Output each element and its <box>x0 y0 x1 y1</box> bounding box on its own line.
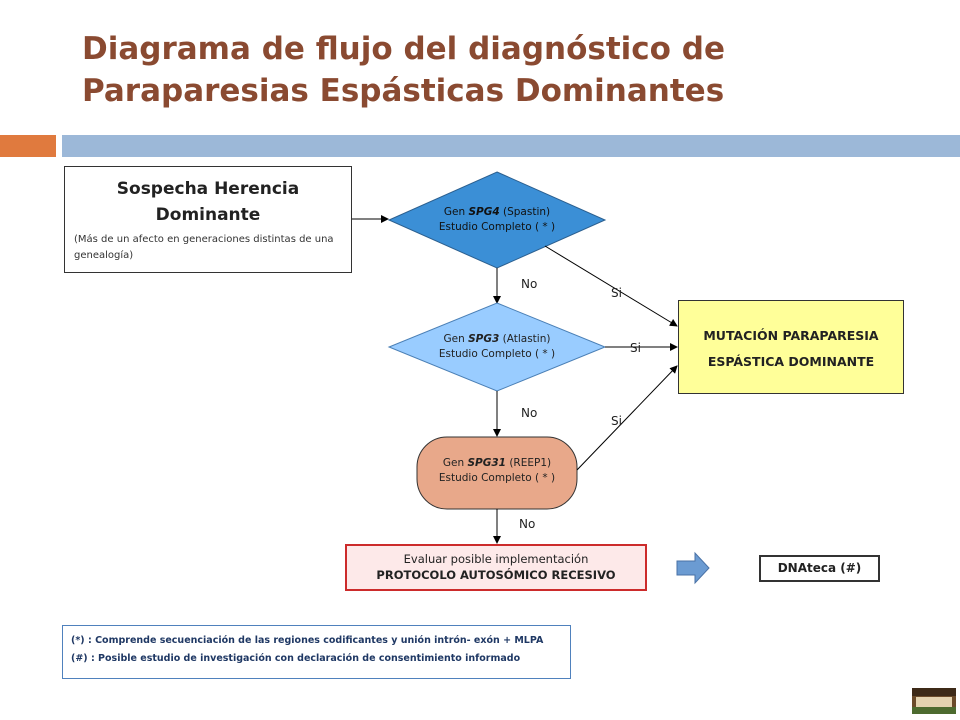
page-title: Diagrama de flujo del diagnóstico de Par… <box>82 31 725 109</box>
edge-spg4-to-mutation <box>544 245 678 327</box>
evaluate-line-1: Evaluar posible implementación <box>403 552 589 566</box>
spg3-label: Gen SPG3 (Atlastin) Estudio Completo ( *… <box>438 333 556 360</box>
mutation-result-box: MUTACIÓN PARAPARESIA ESPÁSTICA DOMINANTE <box>678 300 904 394</box>
edge-spg31-to-mutation <box>576 365 678 471</box>
footnote-hash: (#) : Posible estudio de investigación c… <box>71 653 521 664</box>
evaluate-line-2: PROTOCOLO AUTOSÓMICO RECESIVO <box>376 568 616 582</box>
header-accent-bar <box>0 135 56 157</box>
edge-label-no-3: No <box>519 517 536 531</box>
evaluate-recessive-box: Evaluar posible implementación PROTOCOLO… <box>345 544 647 591</box>
mutation-line-2: ESPÁSTICA DOMINANTE <box>707 354 875 369</box>
suspect-dominant-box: Sospecha Herencia Dominante (Más de un a… <box>64 166 352 273</box>
mutation-line-1: MUTACIÓN PARAPARESIA <box>703 328 879 343</box>
spg4-label: Gen SPG4 (Spastin) Estudio Completo ( * … <box>438 206 556 233</box>
edge-label-no-1: No <box>521 277 538 291</box>
edge-label-si-2: Si <box>630 341 641 355</box>
footnotes-box: (*) : Comprende secuenciación de las reg… <box>62 625 571 679</box>
footnote-asterisk: (*) : Comprende secuenciación de las reg… <box>71 635 544 646</box>
suspect-heading: Sospecha Herencia Dominante <box>116 179 300 225</box>
edge-label-si-3: Si <box>611 414 622 428</box>
header-divider-bar <box>62 135 960 157</box>
dnateca-box: DNAteca (#) <box>759 555 880 582</box>
edge-label-si-1: Si <box>611 286 622 300</box>
building-photo-thumbnail <box>912 688 956 714</box>
edge-label-no-2: No <box>521 406 538 420</box>
right-block-arrow-icon <box>676 551 710 585</box>
suspect-note: (Más de un afecto en generaciones distin… <box>74 234 334 261</box>
spg31-label: Gen SPG31 (REEP1) Estudio Completo ( * ) <box>438 457 556 484</box>
